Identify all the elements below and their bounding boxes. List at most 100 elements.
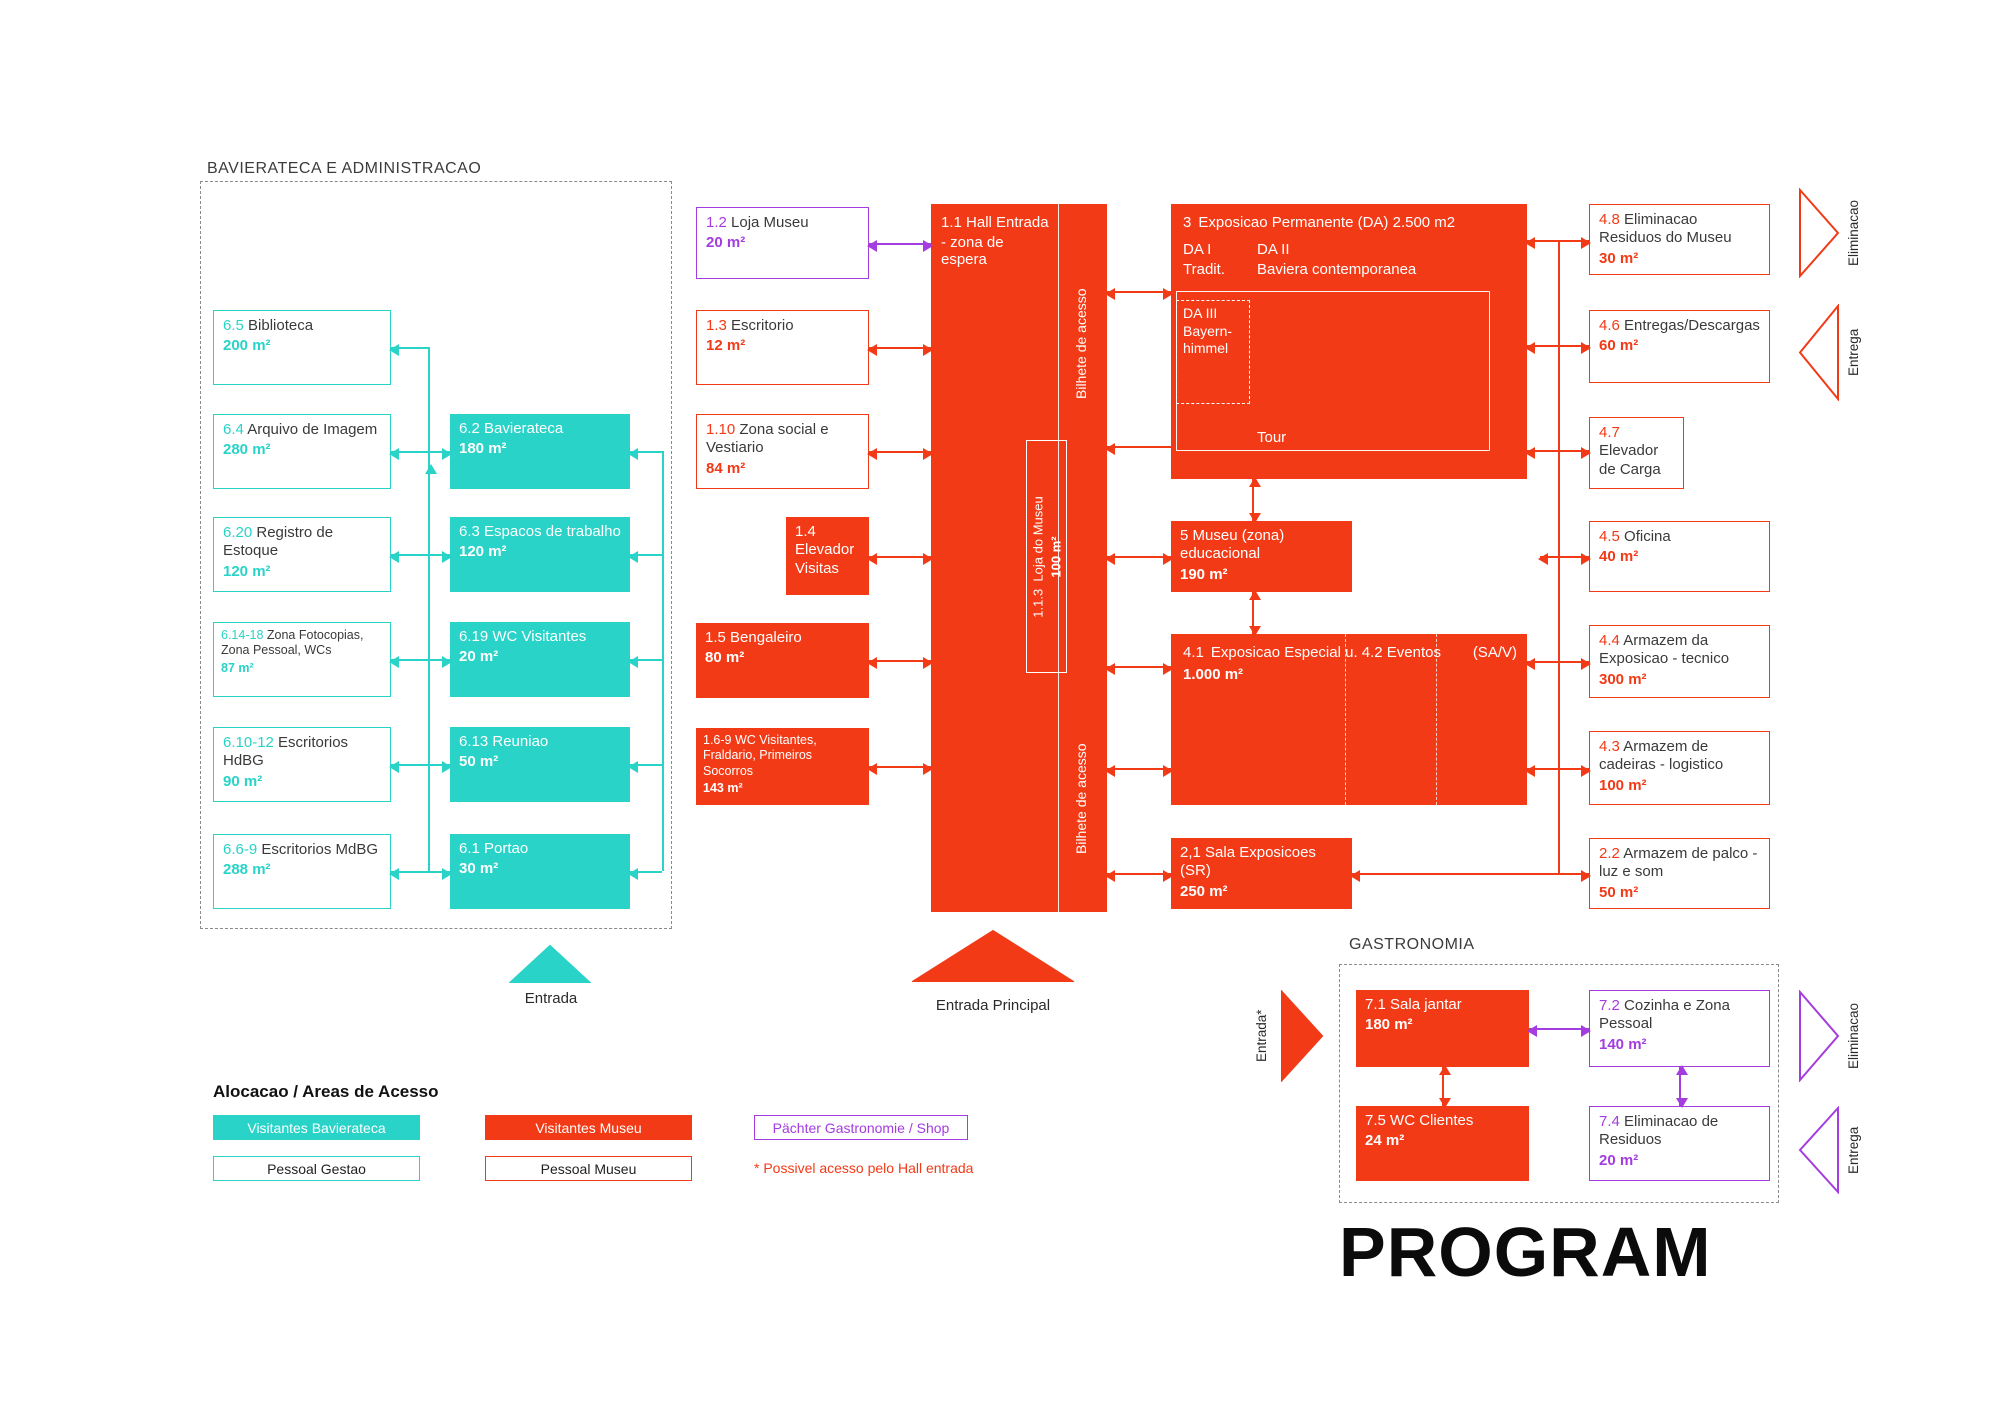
- box-7-5-wc-clientes-label: WC Clientes: [1390, 1112, 1474, 1129]
- box-4-5-oficina-num: 4.5: [1599, 528, 1620, 545]
- flow-arrow: [1676, 1065, 1688, 1108]
- box-6-6-9-escritorios-mdbg-num: 6.6-9: [223, 841, 258, 858]
- box-6-13-reuniao-area: 50 m²: [459, 753, 499, 771]
- box-4-3-armazem-cadeiras-num: 4.3: [1599, 738, 1620, 755]
- box-2-2-armazem-palco-num: 2.2: [1599, 845, 1620, 862]
- box-6-4-arquivo-de-imagem-area: 280 m²: [223, 441, 271, 459]
- entrega-museu-arrow: [1798, 304, 1839, 401]
- box-4-8-eliminacao-residuos-num: 4.8: [1599, 211, 1620, 228]
- box-1-1-hall-entrada: 1.1 Hall Entrada - zona de espera Bilhet…: [931, 204, 1107, 912]
- box-6-4-arquivo-de-imagem-num: 6.4: [223, 421, 244, 438]
- box-6-20-registro-de-estoque-label: Registro de Estoque: [223, 524, 334, 560]
- flow-arrow: [628, 448, 662, 460]
- box-1-4-elevador-visitas-num: 1.4: [795, 523, 816, 540]
- box-6-2-bavierateca-label: Bavierateca: [484, 420, 564, 437]
- flow-arrow: [1105, 765, 1173, 777]
- box-1-4-elevador-visitas-label: Elevador Visitas: [795, 541, 855, 577]
- box-4-4-armazem-exposicao-label: Armazem da Exposicao - tecnico: [1599, 632, 1730, 668]
- flow-arrow: [628, 761, 662, 773]
- legend-visitantes-museu: Visitantes Museu: [485, 1115, 692, 1140]
- expo-especial-divider-2: [1436, 634, 1437, 805]
- box-6-2-bavierateca-num: 6.2: [459, 420, 480, 437]
- legend-pessoal-museu: Pessoal Museu: [485, 1156, 692, 1181]
- box-4-7-elevador-de-carga-num: 4.7: [1599, 424, 1620, 441]
- box-6-10-12-escritorios-hdbg-num: 6.10-12: [223, 734, 274, 751]
- hall-divider-line: [1058, 204, 1059, 912]
- box-6-1-portao-area: 30 m²: [459, 860, 499, 878]
- legend-note: * Possivel acesso pelo Hall entrada: [754, 1160, 974, 1176]
- box-6-5-biblioteca-label: Biblioteca: [248, 317, 314, 334]
- box-1-5-bengaleiro-num: 1.5: [705, 629, 726, 646]
- box-7-1-sala-jantar-label: Sala jantar: [1390, 996, 1462, 1013]
- box-2-2-armazem-palco-area: 50 m²: [1599, 883, 1639, 901]
- flow-arrow: [1249, 477, 1261, 523]
- box-6-2-bavierateca: 6.2 Bavierateca 180 m²: [450, 414, 630, 489]
- box-1-4-elevador-visitas: 1.4 Elevador Visitas: [786, 517, 869, 595]
- box-6-3-espacos-de-trabalho-area: 120 m²: [459, 543, 507, 561]
- box-6-5-biblioteca-num: 6.5: [223, 317, 244, 334]
- gastronomia-section-title: GASTRONOMIA: [1349, 936, 1475, 953]
- box-2-2-armazem-palco-label: Armazem de palco - luz e som: [1599, 845, 1758, 881]
- flow-arrow: [1350, 870, 1591, 882]
- flow-arrow: [1527, 1025, 1591, 1037]
- box-7-4-eliminacao-residuos-gastro-area: 20 m²: [1599, 1151, 1639, 1169]
- legend-pachter-gastronomie: Pächter Gastronomie / Shop: [754, 1115, 968, 1140]
- box-4-5-oficina-area: 40 m²: [1599, 548, 1639, 566]
- box-1-6-9-wc-visitantes-num: 1.6-9: [703, 733, 732, 747]
- box-2-2-armazem-palco: 2.2 Armazem de palco - luz e som 50 m²: [1589, 838, 1770, 909]
- box-1-2-loja-museu-num: 1.2: [706, 214, 727, 231]
- flow-arrow: [662, 451, 664, 871]
- box-6-20-registro-de-estoque-area: 120 m²: [223, 562, 271, 580]
- box-1-3-escritorio-area: 12 m²: [706, 337, 746, 355]
- entrada-principal-arrow: [912, 929, 1074, 982]
- box-4-3-armazem-cadeiras-area: 100 m²: [1599, 776, 1647, 794]
- eliminacao-gastronomia-label: Eliminacao: [1846, 1002, 1861, 1070]
- box-4-7-elevador-de-carga-label: Elevador de Carga: [1599, 442, 1661, 478]
- box-6-10-12-escritorios-hdbg-area: 90 m²: [223, 772, 263, 790]
- box-5-museu-educacional-num: 5: [1180, 527, 1189, 544]
- entrada-bavierateca-arrow: [509, 944, 591, 983]
- flow-arrow: [867, 763, 933, 775]
- eliminacao-museu-arrow: [1799, 188, 1840, 278]
- flow-arrow: [1439, 1065, 1451, 1108]
- box-5-museu-educacional-label: Museu (zona) educacional: [1180, 527, 1285, 563]
- box-6-6-9-escritorios-mdbg-area: 288 m²: [223, 861, 271, 879]
- box-6-10-12-escritorios-hdbg-label: Escritorios HdBG: [223, 734, 349, 770]
- box-4-8-eliminacao-residuos-label: Eliminacao Residuos do Museu: [1599, 211, 1732, 247]
- box-7-1-sala-jantar-num: 7.1: [1365, 996, 1386, 1013]
- flow-arrow: [1525, 342, 1591, 354]
- box-4-4-armazem-exposicao-area: 300 m²: [1599, 670, 1647, 688]
- entrega-gastronomia-label: Entrega: [1846, 1126, 1861, 1174]
- entrada-gastronomia-label: Entrada*: [1254, 1009, 1269, 1063]
- box-4-6-entregas-descargas-area: 60 m²: [1599, 337, 1639, 355]
- flow-arrow: [389, 448, 452, 460]
- legend-pessoal-gestao: Pessoal Gestao: [213, 1156, 420, 1181]
- hall-subtitle: - zona de espera: [941, 234, 1004, 268]
- box-2-1-sala-exposicoes-label: Sala Exposicoes (SR): [1180, 844, 1316, 880]
- flow-arrow: [867, 553, 933, 565]
- expo-especial-divider-1: [1345, 634, 1346, 805]
- flow-arrow: [867, 344, 933, 356]
- box-6-6-9-escritorios-mdbg-label: Escritorios MdBG: [261, 841, 379, 858]
- box-6-1-portao-label: Portao: [484, 840, 529, 857]
- box-1-6-9-wc-visitantes-area: 143 m²: [703, 780, 743, 795]
- flow-arrow: [1525, 765, 1591, 777]
- flow-arrow: [867, 240, 933, 252]
- box-6-2-bavierateca-area: 180 m²: [459, 440, 507, 458]
- bavierateca-section-title: BAVIERATECA E ADMINISTRACAO: [207, 160, 482, 177]
- hall-title: 1.1 Hall Entrada: [941, 214, 1049, 231]
